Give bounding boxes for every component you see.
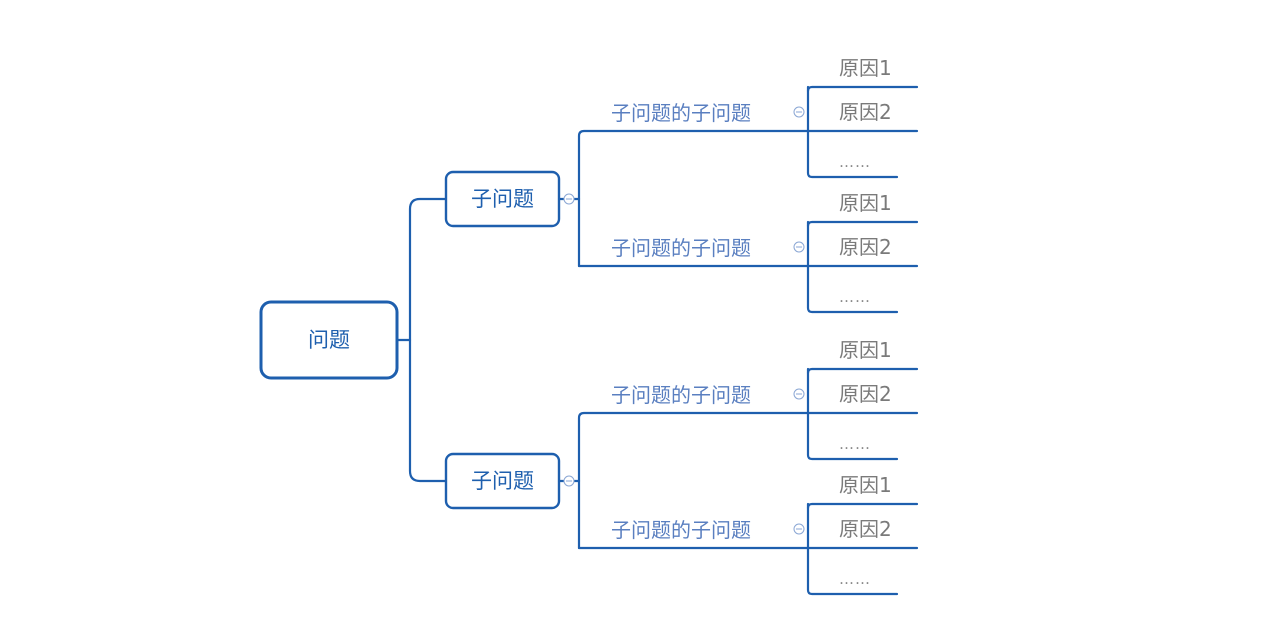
cause-ellipsis[interactable]: …… [839,435,871,453]
cause-label[interactable]: 原因1 [839,56,892,80]
branch-root-to-subtopic [408,197,448,342]
root-topic-label: 问题 [308,328,350,352]
child-collapse-icon[interactable] [793,388,805,400]
cause-label[interactable]: 原因1 [839,191,892,215]
cause-underline [806,85,919,93]
cause-label[interactable]: 原因1 [839,473,892,497]
cause-trunk [806,220,899,314]
subtopic-label: 子问题 [471,187,534,211]
cause-underline [806,220,919,228]
branch-root-to-subtopic [408,338,448,483]
subtopic-label: 子问题 [471,469,534,493]
branch-subtopic-to-child [577,129,810,201]
cause-trunk [806,367,899,461]
cause-ellipsis[interactable]: …… [839,570,871,588]
child-topic-label[interactable]: 子问题的子问题 [611,236,751,260]
branch-subtopic-to-child [577,411,810,483]
child-collapse-icon[interactable] [793,106,805,118]
subtopic-collapse-icon[interactable] [563,193,575,205]
subtopic-collapse-icon[interactable] [563,475,575,487]
cause-label[interactable]: 原因2 [839,382,892,406]
child-topic-label[interactable]: 子问题的子问题 [611,383,751,407]
cause-underline [806,502,919,510]
cause-trunk [806,85,899,179]
child-topic-label[interactable]: 子问题的子问题 [611,101,751,125]
cause-label[interactable]: 原因2 [839,517,892,541]
cause-underline [806,367,919,375]
cause-ellipsis[interactable]: …… [839,153,871,171]
child-collapse-icon[interactable] [793,241,805,253]
cause-ellipsis[interactable]: …… [839,288,871,306]
cause-label[interactable]: 原因2 [839,100,892,124]
child-topic-label[interactable]: 子问题的子问题 [611,518,751,542]
cause-label[interactable]: 原因1 [839,338,892,362]
cause-trunk [806,502,899,596]
child-collapse-icon[interactable] [793,523,805,535]
cause-label[interactable]: 原因2 [839,235,892,259]
